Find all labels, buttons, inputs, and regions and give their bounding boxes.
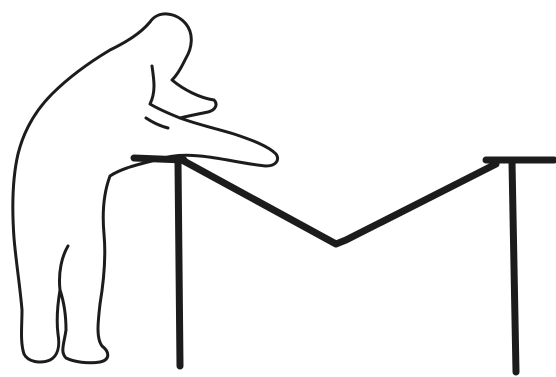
person-leg-detail: [59, 246, 68, 290]
table-v-top: [182, 160, 496, 244]
table-leg-left: [178, 162, 180, 366]
table-leg-right: [512, 162, 516, 372]
